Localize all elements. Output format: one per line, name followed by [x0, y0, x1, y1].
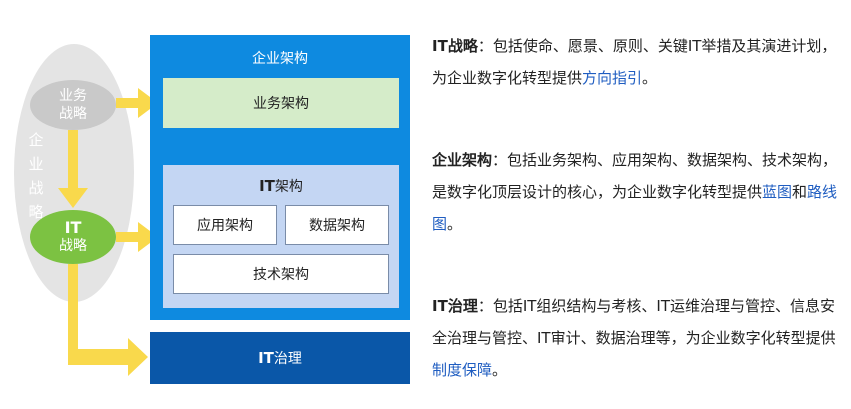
description-tail: 。 — [447, 215, 463, 233]
arrow-biz-to-ba — [116, 88, 158, 118]
description-term: IT战略 — [432, 37, 478, 55]
data-architecture-label: 数据架构 — [309, 218, 365, 234]
it-strategy-line1: IT — [64, 218, 82, 237]
description-connector: 和 — [792, 183, 808, 201]
enterprise-architecture-description: 企业架构：包括业务架构、应用架构、数据架构、技术架构，是数字化顶层设计的核心，为… — [432, 144, 840, 240]
arrow-it-to-itg — [68, 264, 148, 376]
business-strategy-line2: 战略 — [59, 106, 87, 122]
business-architecture-box: 业务架构 — [163, 78, 399, 128]
technology-architecture-label: 技术架构 — [253, 267, 309, 283]
arrow-it-to-ita — [116, 222, 158, 252]
it-governance-prefix: IT — [258, 349, 274, 367]
it-architecture-prefix: IT — [259, 177, 275, 195]
application-architecture-box: 应用架构 — [173, 205, 277, 245]
description-body: ：包括使命、愿景、原则、关键IT举措及其演进计划，为企业数字化转型提供 — [432, 37, 837, 87]
enterprise-architecture-title: 企业架构 — [252, 51, 308, 67]
enterprise-strategy-label: 企业战略 — [28, 131, 46, 221]
business-strategy-node: 业务 战略 — [30, 80, 116, 130]
description-body: ：包括业务架构、应用架构、数据架构、技术架构，是数字化顶层设计的核心，为企业数字… — [432, 151, 838, 201]
it-strategy-line2: 战略 — [59, 238, 87, 254]
business-architecture-label: 业务架构 — [253, 96, 309, 112]
description-tail: 。 — [642, 69, 658, 87]
application-architecture-label: 应用架构 — [197, 218, 253, 234]
it-governance-suffix: 治理 — [273, 351, 302, 367]
description-term: 企业架构 — [432, 151, 493, 169]
description-highlight: 蓝图 — [762, 183, 793, 201]
technology-architecture-box: 技术架构 — [173, 254, 389, 294]
description-term: IT治理 — [432, 297, 478, 315]
it-strategy-node: IT 战略 — [30, 210, 116, 264]
it-architecture-suffix: 架构 — [274, 179, 303, 195]
it-governance-description: IT治理：包括IT组织结构与考核、IT运维治理与管控、信息安全治理与管控、IT审… — [432, 290, 840, 386]
description-highlight: 制度保障 — [432, 361, 493, 379]
description-highlight-2: 路线图 — [432, 183, 838, 233]
description-tail: 。 — [492, 361, 508, 379]
description-body: ：包括IT组织结构与考核、IT运维治理与管控、信息安全治理与管控、IT审计、数据… — [432, 297, 836, 347]
arrow-biz-to-it — [58, 130, 88, 208]
business-strategy-line1: 业务 — [59, 88, 87, 104]
it-strategy-description: IT战略：包括使命、愿景、原则、关键IT举措及其演进计划，为企业数字化转型提供方… — [432, 30, 840, 94]
data-architecture-box: 数据架构 — [285, 205, 389, 245]
description-highlight: 方向指引 — [582, 69, 643, 87]
it-architecture-title: IT架构 — [163, 176, 399, 196]
